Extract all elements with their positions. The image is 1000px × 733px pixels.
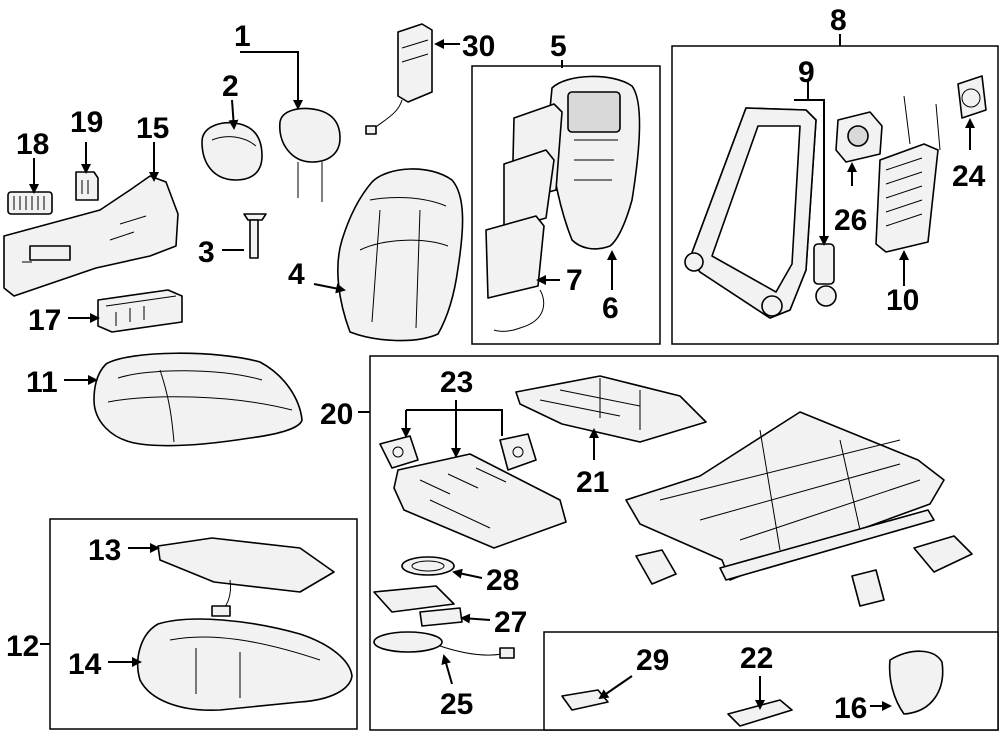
callout-labels: 1 2 3 4 5 6 7 8 9 10 11 12 13 14 15 16 1…	[6, 4, 986, 725]
part-20-motor-c	[913, 535, 973, 573]
part-7-seat-heater-pad	[485, 103, 563, 332]
part-16-cover	[888, 650, 944, 715]
part-9-seatback-frame	[684, 107, 817, 319]
part-20-seat-track	[625, 411, 945, 581]
part-3-guide	[243, 213, 267, 259]
part-29-switch	[561, 689, 609, 711]
part-27-module	[373, 585, 463, 627]
part-18-switch-knob	[7, 191, 53, 215]
part-2-headrest-right	[279, 107, 341, 202]
callout-5: 5	[550, 30, 567, 63]
callout-7: 7	[566, 264, 583, 297]
part-25-sensor-harness	[373, 631, 515, 659]
callout-3: 3	[198, 236, 215, 269]
group-box-8	[671, 45, 999, 345]
callout-23: 23	[440, 366, 473, 399]
callout-20: 20	[320, 398, 353, 431]
callout-10: 10	[886, 284, 919, 317]
part-14-cushion-pad	[136, 618, 353, 711]
callout-24: 24	[952, 160, 986, 193]
callout-25: 25	[440, 688, 473, 721]
callout-16: 16	[834, 692, 867, 725]
callout-26: 26	[834, 204, 867, 237]
callout-2: 2	[222, 70, 239, 103]
callout-1: 1	[234, 20, 251, 53]
part-23-frame	[393, 453, 567, 549]
part-9-actuator	[813, 243, 837, 307]
part-24-cover-plate	[957, 75, 987, 119]
part-20-motor-b	[851, 569, 885, 607]
callout-6: 6	[602, 292, 619, 325]
group-box-5	[471, 65, 661, 345]
part-20-motor-a	[635, 549, 677, 585]
part-23-bracket-right	[499, 433, 537, 471]
part-10-lumbar-support	[875, 95, 941, 253]
callout-30: 30	[462, 30, 495, 63]
part-26-lumbar-motor	[835, 111, 883, 163]
callout-28: 28	[486, 564, 519, 597]
callout-15: 15	[136, 112, 169, 145]
callout-18: 18	[16, 128, 49, 161]
callout-29: 29	[636, 644, 669, 677]
part-23-bracket-left	[379, 435, 419, 469]
part-11-cushion-cover	[93, 352, 303, 447]
part-2-headrest-left	[201, 122, 263, 181]
callout-4: 4	[288, 258, 305, 291]
callout-8: 8	[830, 4, 847, 37]
part-17-module	[97, 289, 183, 333]
part-13-heater-mat	[157, 537, 335, 617]
callout-12: 12	[6, 630, 39, 663]
callout-22: 22	[740, 642, 773, 675]
part-30-side-airbag	[365, 23, 433, 135]
callout-11: 11	[26, 366, 58, 399]
callout-13: 13	[88, 534, 121, 567]
callout-27: 27	[494, 606, 527, 639]
callout-17: 17	[28, 304, 61, 337]
part-21-cushion-frame-plate	[515, 375, 707, 443]
part-19-knob	[75, 171, 99, 201]
callout-19: 19	[70, 106, 103, 139]
callout-9: 9	[798, 56, 815, 89]
part-4-seatback-cover	[337, 168, 464, 342]
part-5-seatback-board	[547, 75, 641, 250]
part-28-ring	[401, 556, 455, 576]
leader-lines	[29, 34, 975, 711]
callout-21: 21	[576, 466, 609, 499]
callout-14: 14	[68, 648, 102, 681]
part-15-side-shield	[3, 175, 179, 297]
group-box-12	[49, 518, 358, 730]
